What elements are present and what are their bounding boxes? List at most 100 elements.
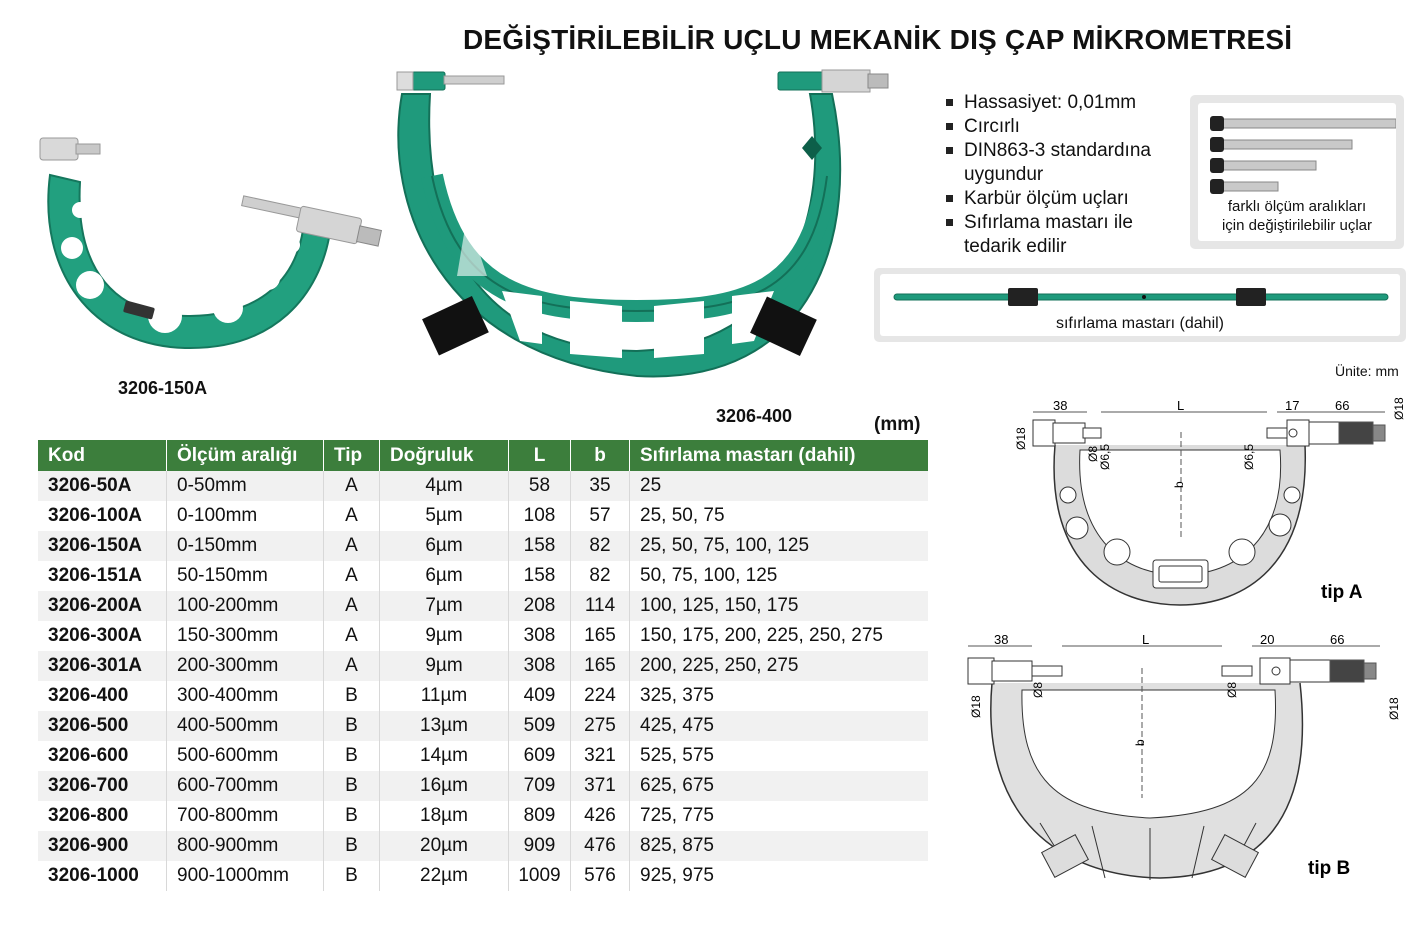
feature-item: Hassasiyet: 0,01mm xyxy=(944,91,1194,115)
cell-l: 208 xyxy=(508,591,571,621)
cell-kod: 3206-800 xyxy=(38,801,167,831)
micrometer-photo-small xyxy=(39,137,383,350)
cell-accuracy: 20µm xyxy=(379,831,509,861)
tips-caption-line: için değiştirilebilir uçlar xyxy=(1221,217,1373,234)
col-header-range: Ölçüm aralığı xyxy=(166,440,324,471)
cell-range: 100-200mm xyxy=(166,591,324,621)
col-header-tip: Tip xyxy=(323,440,380,471)
dim-b-b: b xyxy=(1133,739,1147,746)
col-header-kod: Kod xyxy=(38,440,167,471)
micrometer-spindle-small xyxy=(241,195,383,247)
dim-b-38: 38 xyxy=(994,632,1008,647)
dim-a-66: 66 xyxy=(1335,398,1349,413)
micrometer-photo-large xyxy=(396,69,889,378)
cell-kod: 3206-150A xyxy=(38,531,167,561)
table-header-row: Kod Ölçüm aralığı Tip Doğruluk L b Sıfır… xyxy=(38,440,928,471)
cell-range: 50-150mm xyxy=(166,561,324,591)
cell-b: 82 xyxy=(570,561,630,591)
cell-setting-standard: 425, 475 xyxy=(629,711,928,741)
cell-tip: B xyxy=(323,711,380,741)
dim-a-d18-left: Ø18 xyxy=(1014,427,1028,450)
cell-setting-standard: 325, 375 xyxy=(629,681,928,711)
cell-range: 600-700mm xyxy=(166,771,324,801)
unit-note: Ünite: mm xyxy=(1335,363,1399,379)
cell-accuracy: 13µm xyxy=(379,711,509,741)
cell-setting-standard: 25, 50, 75, 100, 125 xyxy=(629,531,928,561)
cell-setting-standard: 25, 50, 75 xyxy=(629,501,928,531)
tip-rod xyxy=(1210,116,1396,131)
cell-tip: A xyxy=(323,591,380,621)
cell-range: 0-150mm xyxy=(166,531,324,561)
spec-table: Kod Ölçüm aralığı Tip Doğruluk L b Sıfır… xyxy=(38,440,928,891)
model-label-small: 3206-150A xyxy=(118,378,208,398)
cell-b: 476 xyxy=(570,831,630,861)
cell-l: 1009 xyxy=(508,861,571,891)
cell-accuracy: 9µm xyxy=(379,621,509,651)
cell-l: 158 xyxy=(508,561,571,591)
cell-setting-standard: 50, 75, 100, 125 xyxy=(629,561,928,591)
cell-b: 224 xyxy=(570,681,630,711)
tip-rod xyxy=(1210,137,1353,152)
cell-tip: A xyxy=(323,561,380,591)
cell-kod: 3206-700 xyxy=(38,771,167,801)
cell-range: 500-600mm xyxy=(166,741,324,771)
page-title: DEĞİŞTİRİLEBİLİR UÇLU MEKANİK DIŞ ÇAP Mİ… xyxy=(463,24,1293,55)
cell-l: 158 xyxy=(508,531,571,561)
dim-b-l: L xyxy=(1142,632,1149,647)
cell-l: 809 xyxy=(508,801,571,831)
cell-b: 165 xyxy=(570,651,630,681)
cell-tip: B xyxy=(323,831,380,861)
feature-item: Sıfırlama mastarı ile tedarik edilir xyxy=(944,211,1194,259)
setting-standard-panel: sıfırlama mastarı (dahil) xyxy=(874,268,1406,342)
interchangeable-tips-panel: farklı ölçüm aralıkları için değiştirile… xyxy=(1190,95,1404,249)
feature-item: Cırcırlı xyxy=(944,115,1194,139)
tips-caption: farklı ölçüm aralıkları için değiştirile… xyxy=(1198,197,1396,235)
cell-setting-standard: 525, 575 xyxy=(629,741,928,771)
cell-tip: A xyxy=(323,501,380,531)
cell-tip: B xyxy=(323,861,380,891)
drawing-tip-a: 38 L 17 66 Ø18 Ø18 Ø8 Ø6,5 Ø6,5 b tip A xyxy=(1014,397,1406,606)
col-header-setting-standard: Sıfırlama mastarı (dahil) xyxy=(629,440,928,471)
dim-b-d18-right: Ø18 xyxy=(1387,697,1401,720)
cell-tip: A xyxy=(323,651,380,681)
cell-setting-standard: 100, 125, 150, 175 xyxy=(629,591,928,621)
feature-item: DIN863-3 standardına uygundur xyxy=(944,139,1194,187)
cell-kod: 3206-400 xyxy=(38,681,167,711)
tips-caption-line: farklı ölçüm aralıkları xyxy=(1227,198,1367,215)
cell-range: 800-900mm xyxy=(166,831,324,861)
cell-kod: 3206-900 xyxy=(38,831,167,861)
cell-range: 200-300mm xyxy=(166,651,324,681)
dim-a-b: b xyxy=(1172,481,1186,488)
cell-tip: B xyxy=(323,771,380,801)
cell-kod: 3206-200A xyxy=(38,591,167,621)
cell-accuracy: 11µm xyxy=(379,681,509,711)
tip-rod xyxy=(1210,158,1317,173)
cell-tip: B xyxy=(323,681,380,711)
cell-range: 400-500mm xyxy=(166,711,324,741)
cell-tip: B xyxy=(323,801,380,831)
cell-b: 371 xyxy=(570,771,630,801)
col-header-l: L xyxy=(508,440,571,471)
cell-tip: A xyxy=(323,471,380,501)
cell-kod: 3206-100A xyxy=(38,501,167,531)
cell-range: 900-1000mm xyxy=(166,861,324,891)
cell-setting-standard: 25 xyxy=(629,471,928,501)
cell-range: 150-300mm xyxy=(166,621,324,651)
cell-range: 300-400mm xyxy=(166,681,324,711)
cell-kod: 3206-500 xyxy=(38,711,167,741)
cell-tip: A xyxy=(323,531,380,561)
cell-b: 426 xyxy=(570,801,630,831)
drawing-a-label: tip A xyxy=(1321,582,1363,603)
micrometer-frame-large xyxy=(397,93,842,378)
cell-kod: 3206-151A xyxy=(38,561,167,591)
cell-accuracy: 14µm xyxy=(379,741,509,771)
cell-kod: 3206-600 xyxy=(38,741,167,771)
table-unit-label: (mm) xyxy=(874,414,921,435)
